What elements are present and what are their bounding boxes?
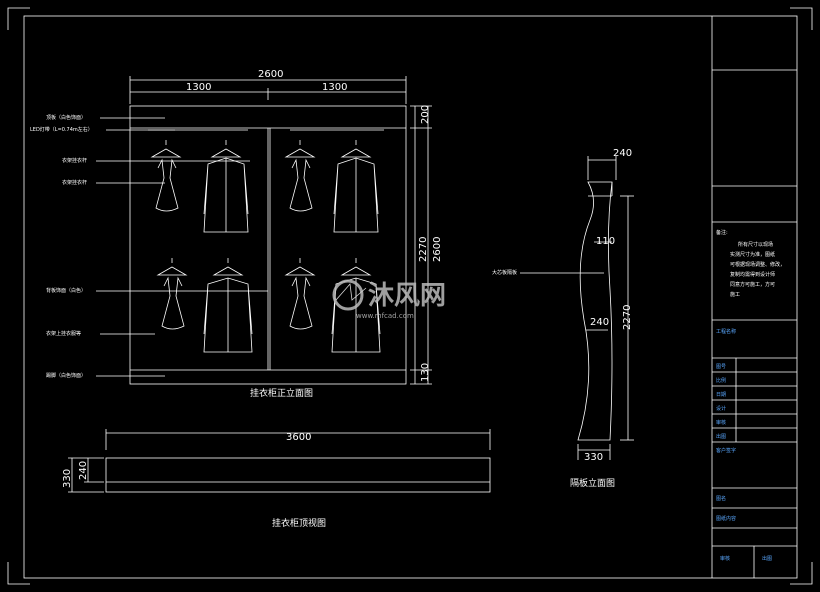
row-label-5: 审核 xyxy=(716,419,726,426)
footer-right-label: 出图 xyxy=(762,555,772,562)
label-hanging-rod-2: 衣架挂衣杆 xyxy=(62,179,87,186)
dim-right-width: 1300 xyxy=(322,82,347,93)
notes-line-2: 实测尺寸为准，图纸 xyxy=(730,251,775,258)
dim-total-width: 2600 xyxy=(258,69,283,80)
label-led-strip: LED灯带（L=0.74m左右） xyxy=(30,126,93,133)
dim-inner-height: 2270 xyxy=(418,237,429,262)
top-view-title: 挂衣柜顶视图 xyxy=(272,517,326,529)
partition-title: 隔板立面图 xyxy=(570,477,615,489)
watermark: 沐风网 www.mfcad.com xyxy=(332,279,446,320)
label-top-panel: 顶板（白色饰面） xyxy=(46,114,86,121)
outer-frame xyxy=(23,15,798,579)
top-view: 3600 330 240 挂衣柜顶视图 xyxy=(62,429,491,529)
corner-marks xyxy=(7,7,813,585)
label-hanging-rod-1: 衣架挂衣杆 xyxy=(62,157,87,164)
project-label: 工程名称 xyxy=(716,328,736,335)
dress-icon-4 xyxy=(284,258,316,330)
drawing-title-label: 图名 xyxy=(716,495,726,502)
partition-elevation: 240 110 240 2270 330 大芯板隔板 隔板立面图 xyxy=(492,148,634,489)
row-label-2: 比例 xyxy=(716,377,726,384)
dress-icon-1 xyxy=(150,140,182,212)
row-label-3: 日期 xyxy=(716,392,726,398)
notes-line-4: 复制均需得到设计师 xyxy=(730,271,775,278)
dress-icon-3 xyxy=(156,258,188,330)
footer-left-label: 审核 xyxy=(720,555,730,562)
title-block: 备注: 所有尺寸以现场 实测尺寸为准，图纸 可根据现场调整、修改， 复制均需得到… xyxy=(711,16,797,578)
row-label-4: 设计 xyxy=(716,405,726,412)
dim-left-width: 1300 xyxy=(186,82,211,93)
dress-icon-2 xyxy=(284,140,316,212)
shirt-icon-4 xyxy=(331,258,381,353)
notes-line-1: 所有尺寸以现场 xyxy=(738,241,773,248)
notes-title: 备注: xyxy=(716,229,728,236)
dim-top-view-outer: 330 xyxy=(62,469,73,488)
dim-partition-top: 240 xyxy=(613,148,632,159)
notes-line-6: 施工 xyxy=(730,291,740,298)
dim-partition-mid2: 240 xyxy=(590,317,609,328)
dim-total-height: 2600 xyxy=(432,237,443,262)
watermark-logo-text: 沐风网 xyxy=(368,281,446,311)
dim-top-view-inner: 240 xyxy=(78,461,89,480)
shirt-icon-2 xyxy=(333,140,379,233)
dim-partition-mid1: 110 xyxy=(596,236,615,247)
label-back-panel: 背板饰面（白色） xyxy=(46,287,86,294)
dim-bottom-height: 130 xyxy=(420,363,431,382)
front-elevation-title: 挂衣柜正立面图 xyxy=(250,387,313,399)
label-partition: 大芯板隔板 xyxy=(492,269,517,276)
label-clothes: 衣架上挂衣服等 xyxy=(46,330,81,337)
shirt-icon-1 xyxy=(203,140,249,233)
row-label-6: 出图 xyxy=(716,433,726,440)
dim-partition-height: 2270 xyxy=(622,305,633,330)
label-skirting: 踢脚（白色饰面） xyxy=(46,372,86,379)
front-elevation: 2600 1300 1300 200 2270 2600 130 顶板（白色饰面… xyxy=(30,69,443,399)
drawing-content-label: 图纸内容 xyxy=(716,515,736,522)
dim-top-view-width: 3600 xyxy=(286,432,311,443)
watermark-url: www.mfcad.com xyxy=(356,312,414,320)
shirt-icon-3 xyxy=(203,258,253,353)
row-label-1: 图号 xyxy=(716,364,726,370)
dim-partition-bottom: 330 xyxy=(584,452,603,463)
notes-line-5: 同意方可施工，方可 xyxy=(730,281,775,288)
client-label: 客户签字 xyxy=(716,447,736,454)
dim-top-height: 200 xyxy=(420,105,431,124)
notes-line-3: 可根据现场调整、修改， xyxy=(730,261,785,268)
